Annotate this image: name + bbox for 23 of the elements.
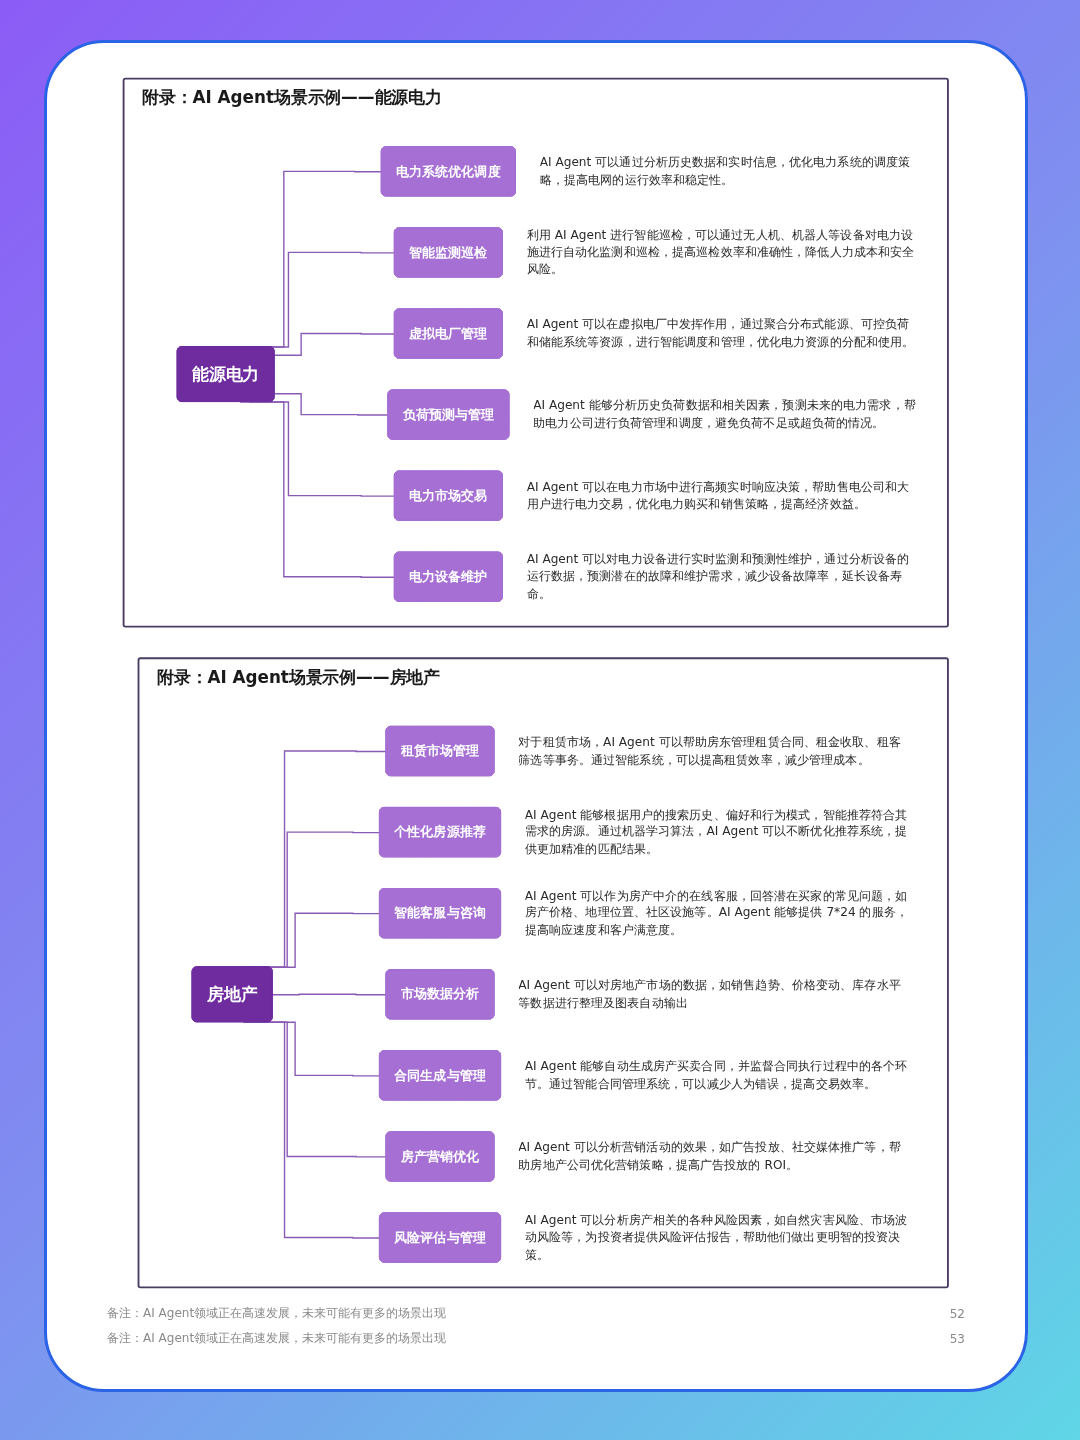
description-text: AI Agent 可以对电力设备进行实时监测和预测性维护，通过分析设备的运行数据，预测潜在的故障和维护需求，减少设备故障率，延长设备寿命。 (526, 551, 911, 603)
description-text: AI Agent 可以作为房产中介的在线客服，回答潜在买家的常见问题，如房产价格、地理位置、社区设施等。AI Agent 能够提供 7*24 的服务，提高响应速度和客户满意度。 (525, 887, 910, 939)
page-number: 53 (949, 1331, 965, 1346)
description-text: AI Agent 可以对房地产市场的数据，如销售趋势、价格变动、库存水平等数据进行整理及图表自动输出 (518, 977, 903, 1012)
page-number: 52 (949, 1306, 965, 1321)
connector (274, 332, 396, 356)
footnote-text: 备注：AI Agent领域正在高速发展，未来可能有更多的场景出现 (107, 1330, 447, 1347)
description-text: AI Agent 可以在电力市场中进行高频实时响应决策，帮助售电公司和大用户进行电力交易，优化电力购买和销售策略，提高经济效益。 (526, 478, 911, 513)
description-text: 对于租赁市场，AI Agent 可以帮助房东管理租赁合同、租金收取、租客筛选等事务。通过智能系统，可以提高租赁效率，减少管理成本。 (518, 734, 903, 768)
footnote-text: 备注：AI Agent领域正在高速发展，未来可能有更多的场景出现 (107, 1305, 447, 1322)
cluster (122, 77, 950, 628)
description-text: AI Agent 可以通过分析历史数据和实时信息，优化电力系统的调度策略，提高电网的运行效率和稳定性。 (539, 154, 912, 189)
description-text: 利用 AI Agent 进行智能巡检，可以通过无人机、机器人等设备对电力设施进行自动化监测和巡检，提高巡检效率和准确性，降低人力成本和安全风险。 (526, 227, 916, 278)
description-text: AI Agent 能够分析历史负荷数据和相关因素，预测未来的电力需求，帮助电力公司进行负荷管理和调度，避免负荷不足或超负荷的情况。 (533, 397, 917, 432)
cluster (137, 657, 950, 1289)
card-background: 附录：AI Agent场景示例——能源电力 能源电力 电力系统优化调度 智能监测巡检 虚拟电厂管理 负荷预测与管理 电力市场交易 电力设备维护 附录：AI Agent场景示例——房地产 房地产 租赁市场管理 个性化房源推荐 智能客服与咨询 市场数据分析 合同生成与管理 房产营销优化 风险评估与管理 AI Agent 可以通过分析历史数据和实时信息，优化电力系统的调度策略，提高电网的运行效率和稳定性。 利用 AI Agent 进行智能巡检，可以通过无人机、机器人等设备对电力设施进行自动化监测和巡检，提高巡检效率和准确性，降低人力成本和安全风险。 AI Agent 可以在虚拟电厂中发挥作用，通过聚合分布式能源、可控负荷和储能系统等资源，进行智能调度和管理，优化电力资源的分配和使用。 AI Agent 能够分析历史负荷数据和相关因素，预测未来的电力需求，帮助电力公司进行负荷管理和调度，避免负荷不足或超负荷的情况。 AI Agent 可以在电力市场中进行高频实时响应决策，帮助售电公司和大用户进行电力交易，优化电力购买和销售策略，提高经济效益。 AI Agent 可以对电力设备进行实时监测和预测性维护，通过分析设备的运行数据，预测潜在的故障和维护需求，减少设备故障率，延长设备寿命。 对于租赁市场，AI Agent 可以帮助房东管理租赁合同、租金收取、租客筛选等事务。通过智能系统，可以提高租赁效率，减少管理成本。 AI Agent 能够根据用户的搜索历史、偏好和行为模式，智能推荐符合其需求的房源。通过机器学习算法，AI Agent 可以不断优化推荐系统，提供更加精准的匹配结果。 AI Agent 可以作为房产中介的在线客服，回答潜在买家的常见问题，如房产价格、地理位置、社区设施等。AI Agent 能够提供 7*24 的服务，提高响应速度和客户满意度。 AI Agent 可以对房地产市场的数据，如销售趋势、价格变动、库存水平等数据进行整理及图表自动输出 AI Agent 能够自动生成房产买卖合同，并监督合同执行过程中的各个环节。通过智能合同管理系统，可以减少人为错误，提高交易效率。 AI Agent 可以分析营销活动的效果，如广告投放、社交媒体推广等，帮助房地产公司优化营销策略，提高广告投放的 ROI。 AI Agent 可以分析房产相关的各种风险因素，如自然灾害风险、市场波动风险等，为投资者提供风险评估报告，帮助他们做出更明智的投资决策。 备注：AI Agent领域正在高速发展，未来可能有更多的场景出现 52 备注：AI Agent领域正在高速发展，未来可能有更多的场景出现 53 (44, 40, 1028, 1392)
description-text: AI Agent 可以分析房产相关的各种风险因素，如自然灾害风险、市场波动风险等，为投资者提供风险评估报告，帮助他们做出更明智的投资决策。 (525, 1212, 909, 1263)
description-text: AI Agent 能够根据用户的搜索历史、偏好和行为模式，智能推荐符合其需求的房源。通过机器学习算法，AI Agent 可以不断优化推荐系统，提供更加精准的匹配结果。 (525, 806, 909, 858)
connector (274, 393, 390, 416)
description-text: AI Agent 能够自动生成房产买卖合同，并监督合同执行过程中的各个环节。通过智能合同管理系统，可以减少人为错误，提高交易效率。 (525, 1058, 909, 1093)
description-text: AI Agent 可以在虚拟电厂中发挥作用，通过聚合分布式能源、可控负荷和储能系统等资源，进行智能调度和管理，优化电力资源的分配和使用。 (526, 316, 916, 351)
description-text: AI Agent 可以分析营销活动的效果，如广告投放、社交媒体推广等，帮助房地产公司优化营销策略，提高广告投放的 ROI。 (518, 1139, 903, 1174)
connector (272, 993, 388, 996)
